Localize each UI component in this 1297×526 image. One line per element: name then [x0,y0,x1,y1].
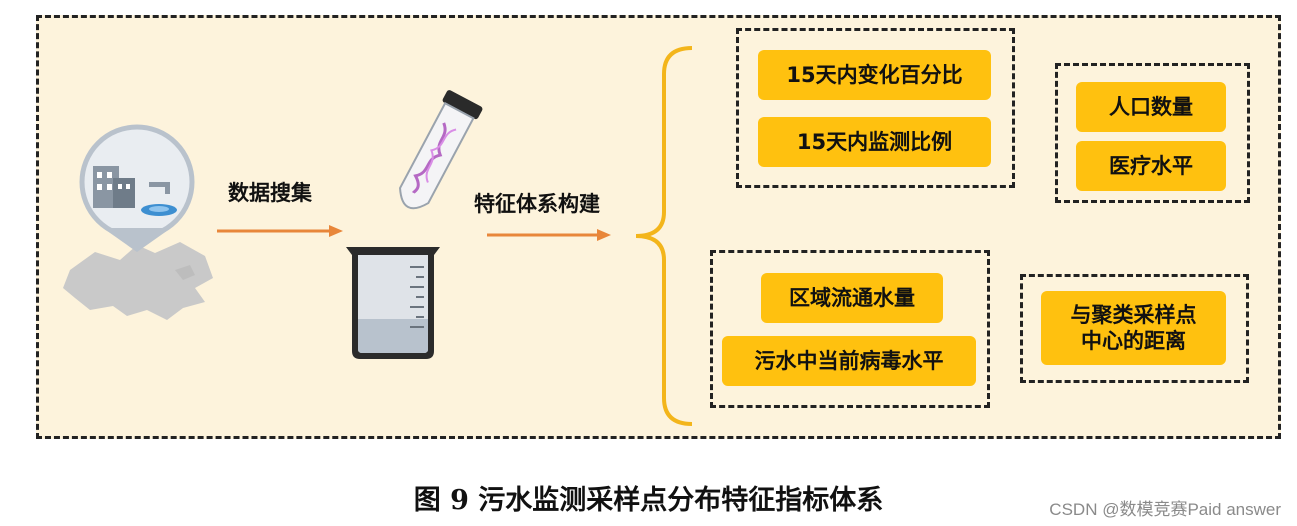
step-collect-label: 数据搜集 [228,181,312,205]
feature-chip: 区域流通水量 [761,273,943,323]
curly-brace [635,46,693,426]
feature-group-population [1055,63,1250,203]
arrow-build [487,229,611,241]
watermark: CSDN @数模竞赛Paid answer [1049,500,1281,519]
arrow-collect [217,225,343,237]
feature-group-change [736,28,1015,188]
feature-group-distance [1020,274,1249,383]
feature-chip: 与聚类采样点 中心的距离 [1041,291,1226,365]
feature-chip: 15天内变化百分比 [758,50,991,100]
feature-chip: 医疗水平 [1076,141,1226,191]
feature-chip: 15天内监测比例 [758,117,991,167]
beaker-icon [346,247,440,359]
step-build-label: 特征体系构建 [474,192,600,216]
feature-chip: 污水中当前病毒水平 [722,336,976,386]
test-tube-icon [399,90,483,210]
feature-group-water [710,250,990,408]
city-map-illustration [63,124,213,320]
feature-chip: 人口数量 [1076,82,1226,132]
figure-caption: 图 9 污水监测采样点分布特征指标体系 [413,485,884,516]
